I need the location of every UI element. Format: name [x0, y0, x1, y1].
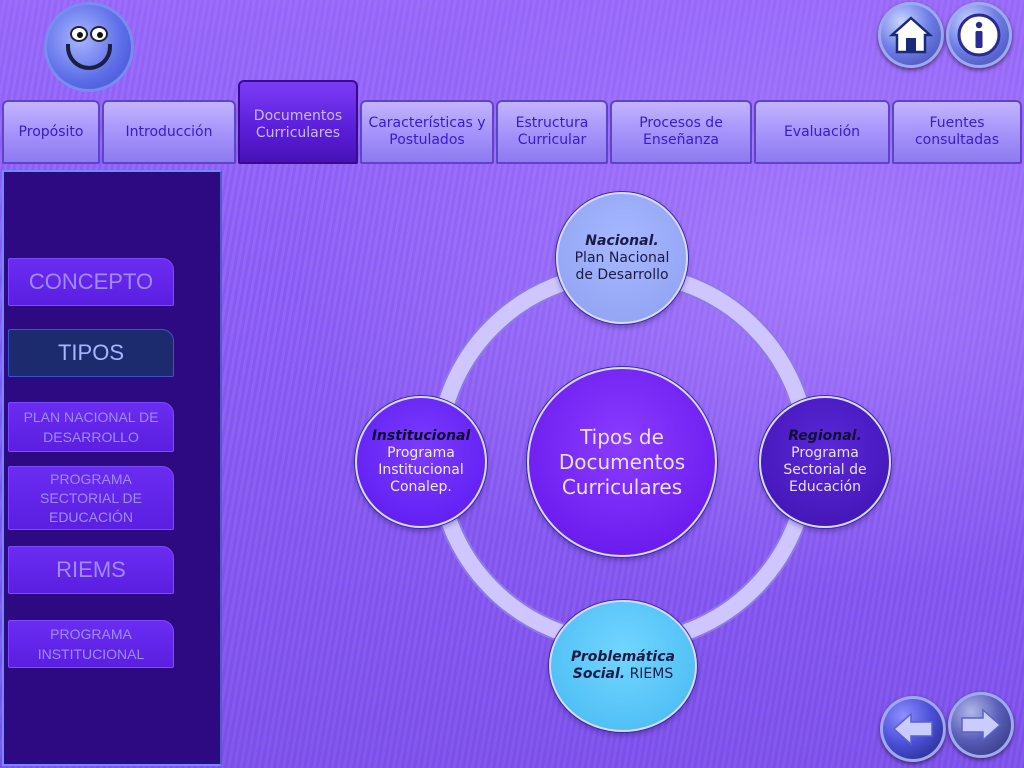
- node-regional-title: Regional.: [788, 428, 862, 444]
- node-problematica-text: RIEMS: [625, 666, 674, 682]
- arrow-left-icon: [892, 712, 933, 746]
- diagram-node-regional[interactable]: Regional. Programa Sectorial de Educació…: [759, 396, 891, 528]
- tab-documentos-curriculares[interactable]: Documentos Curriculares: [238, 80, 358, 164]
- tab-caracteristicas-postulados[interactable]: Características y Postulados: [360, 100, 494, 164]
- arrow-right-icon: [961, 708, 1002, 742]
- info-icon: [957, 13, 1001, 57]
- smiley-mascot-icon: [44, 2, 134, 92]
- node-institucional-text: Programa Institucional Conalep.: [378, 445, 464, 495]
- sidebar: CONCEPTO TIPOS PLAN NACIONAL DE DESARROL…: [2, 170, 222, 766]
- node-problematica-title: Problemática Social.: [571, 649, 675, 682]
- sidebar-item-concepto[interactable]: CONCEPTO: [8, 258, 174, 306]
- node-nacional-text: Plan Nacional de Desarrollo: [574, 249, 670, 283]
- node-nacional-title: Nacional.: [585, 232, 659, 249]
- sidebar-item-programa-institucional[interactable]: PROGRAMA INSTITUCIONAL: [8, 620, 174, 668]
- tab-evaluacion[interactable]: Evaluación: [754, 100, 890, 164]
- home-button[interactable]: [878, 2, 944, 68]
- tab-introduccion[interactable]: Introducción: [102, 100, 236, 164]
- sidebar-item-tipos[interactable]: TIPOS: [8, 329, 174, 377]
- tab-proposito[interactable]: Propósito: [2, 100, 100, 164]
- node-institucional-title: Institucional: [371, 428, 471, 444]
- mascot-eye-right: [90, 26, 108, 42]
- diagram-center-node: Tipos de Documentos Curriculares: [527, 367, 717, 557]
- info-button[interactable]: [946, 2, 1012, 68]
- mascot-mouth: [66, 44, 112, 70]
- mascot-eye-left: [70, 26, 88, 42]
- tab-fuentes-consultadas[interactable]: Fuentes consultadas: [892, 100, 1022, 164]
- home-icon: [889, 16, 933, 54]
- diagram-node-institucional[interactable]: Institucional Programa Institucional Con…: [355, 396, 487, 528]
- tab-procesos-ensenanza[interactable]: Procesos de Enseñanza: [610, 100, 752, 164]
- tab-estructura-curricular[interactable]: Estructura Curricular: [496, 100, 608, 164]
- diagram-node-problematica-social[interactable]: Problemática Social. RIEMS: [549, 600, 697, 732]
- diagram-center-label: Tipos de Documentos Curriculares: [558, 424, 686, 499]
- sidebar-item-programa-sectorial[interactable]: PROGRAMA SECTORIAL DE EDUCACIÓN: [8, 466, 174, 530]
- node-regional-text: Programa Sectorial de Educación: [783, 445, 867, 495]
- back-button[interactable]: [880, 696, 946, 762]
- sidebar-item-plan-nacional[interactable]: PLAN NACIONAL DE DESARROLLO: [8, 402, 174, 452]
- sidebar-item-riems[interactable]: RIEMS: [8, 546, 174, 594]
- next-button[interactable]: [948, 692, 1014, 758]
- diagram-node-nacional[interactable]: Nacional. Plan Nacional de Desarrollo: [556, 192, 688, 324]
